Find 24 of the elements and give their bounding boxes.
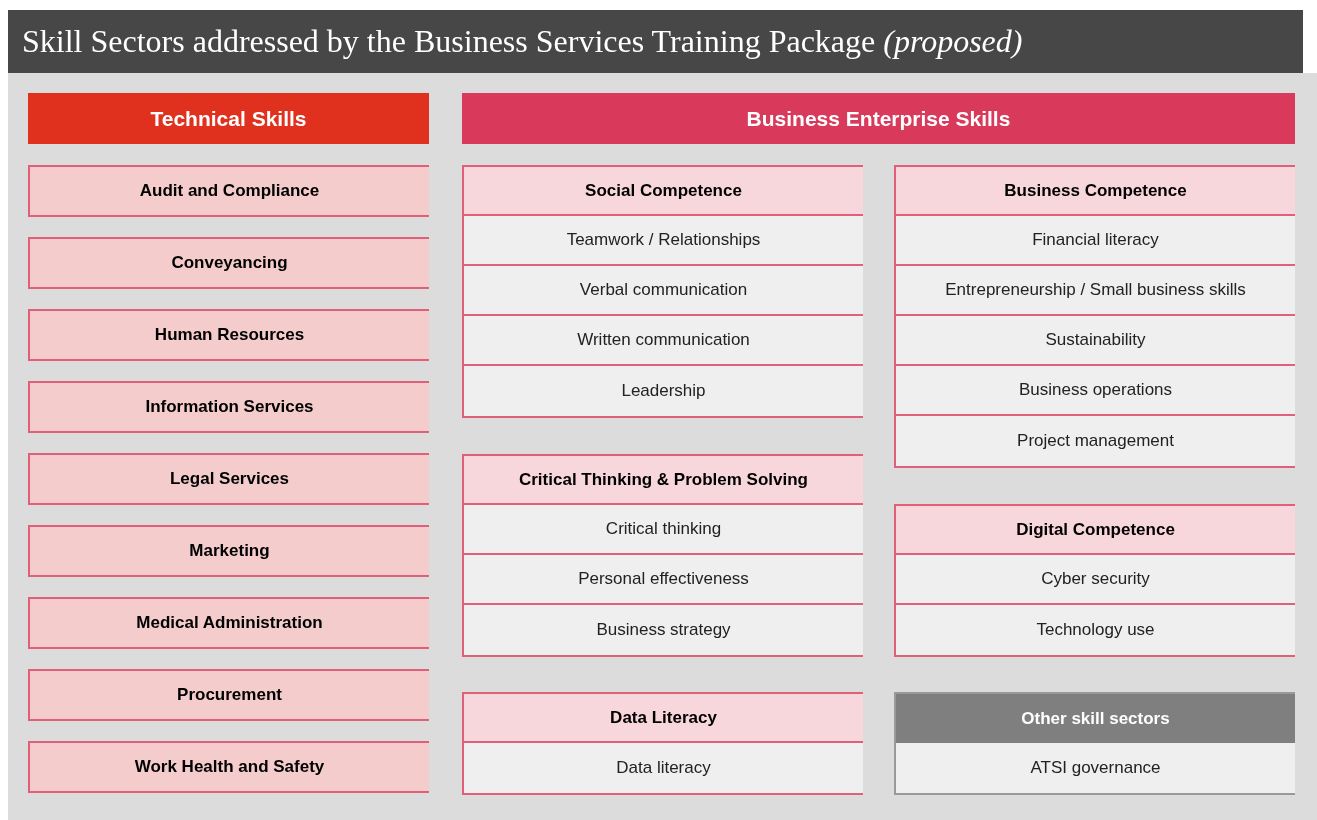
skill-box: Medical Administration	[28, 597, 429, 649]
section-header: Technical Skills	[28, 93, 429, 144]
section-header: Business Enterprise Skills	[462, 93, 1295, 144]
skill-box: Conveyancing	[28, 237, 429, 289]
table-heading: Critical Thinking & Problem Solving	[464, 456, 863, 505]
skill-box: Human Resources	[28, 309, 429, 361]
skill-box: Marketing	[28, 525, 429, 577]
skill-table	[894, 504, 1295, 657]
skill-table	[462, 692, 863, 795]
table-heading: Business Competence	[896, 167, 1295, 216]
skill-box: Work Health and Safety	[28, 741, 429, 793]
title-bar: Skill Sectors addressed by the Business Services Training Package (proposed)	[8, 10, 1303, 73]
skill-table	[894, 692, 1295, 795]
skill-table	[462, 454, 863, 657]
skill-box: Procurement	[28, 669, 429, 721]
skill-box: Information Services	[28, 381, 429, 433]
table-heading: Data Literacy	[464, 694, 863, 743]
skill-table	[894, 165, 1295, 468]
skill-table	[462, 165, 863, 418]
table-heading: Other skill sectors	[896, 694, 1295, 743]
skill-box: Audit and Compliance	[28, 165, 429, 217]
table-heading: Social Competence	[464, 167, 863, 216]
table-heading: Digital Competence	[896, 506, 1295, 555]
skill-box: Legal Services	[28, 453, 429, 505]
